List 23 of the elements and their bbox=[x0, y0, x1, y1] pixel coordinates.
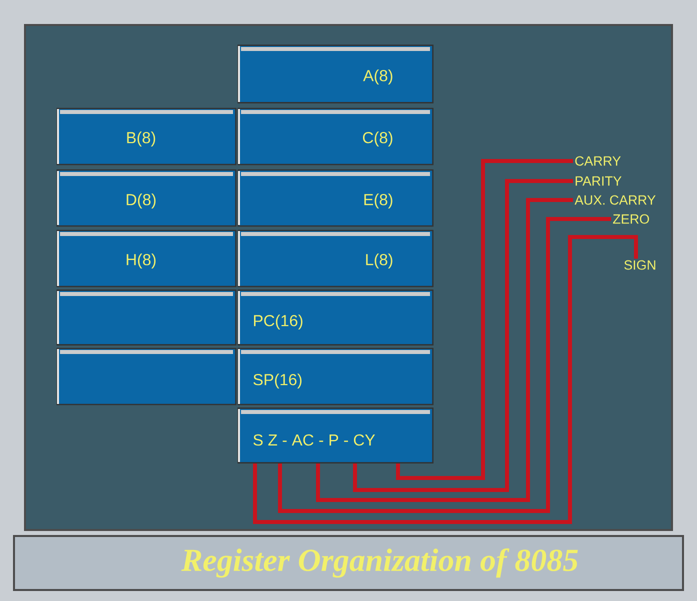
register-box: S Z - AC - P - CY bbox=[238, 408, 434, 464]
register-box: C(8) bbox=[238, 108, 434, 166]
flag-label: PARITY bbox=[576, 176, 622, 186]
register-box: PC(16) bbox=[238, 290, 434, 346]
caption-strip: Register Organization of 8085 bbox=[13, 535, 684, 591]
flag-label: SIGN bbox=[624, 260, 656, 270]
register-box: A(8) bbox=[238, 44, 434, 104]
register-box: L(8) bbox=[238, 230, 434, 288]
register-box: H(8) bbox=[56, 230, 236, 288]
register-box: SP(16) bbox=[238, 348, 434, 406]
wire bbox=[316, 198, 573, 502]
flag-label: ZERO bbox=[613, 214, 650, 224]
register-box: B(8) bbox=[56, 108, 236, 166]
wire bbox=[278, 217, 611, 513]
register-box bbox=[56, 290, 236, 346]
register-box: E(8) bbox=[238, 169, 434, 227]
wire bbox=[396, 159, 573, 480]
register-box bbox=[56, 348, 236, 406]
register-box: D(8) bbox=[56, 169, 236, 227]
flag-label: AUX. CARRY bbox=[574, 195, 656, 205]
wire bbox=[353, 179, 573, 492]
flag-label: CARRY bbox=[575, 156, 621, 166]
wire bbox=[253, 235, 638, 524]
